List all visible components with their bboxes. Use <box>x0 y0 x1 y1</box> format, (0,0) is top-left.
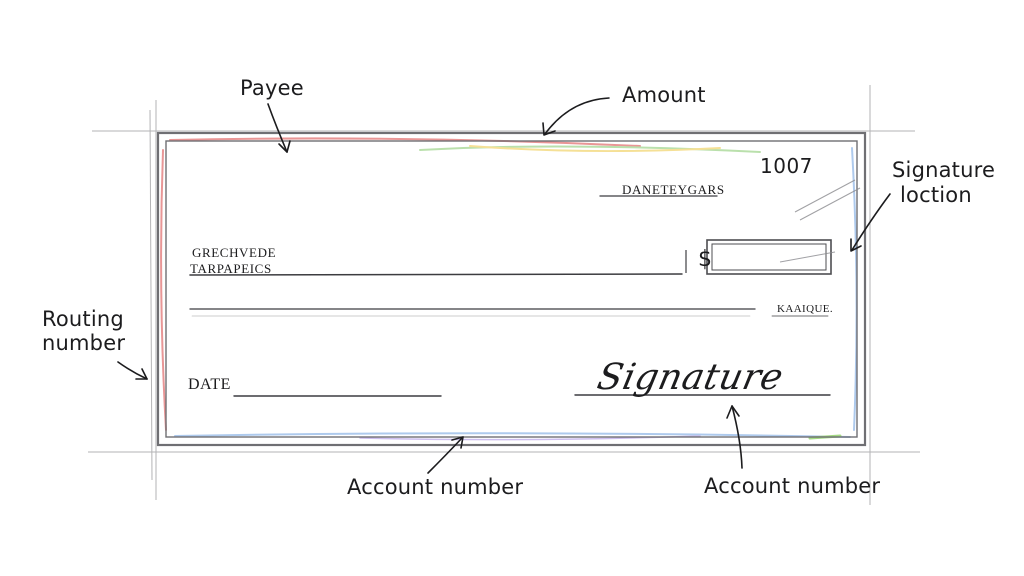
routing-number-arrow <box>117 361 148 380</box>
check-number: 1007 <box>760 154 813 178</box>
amount-box <box>685 239 832 275</box>
routing-number-annotation-line2: number <box>42 331 126 355</box>
construction-lines <box>88 85 920 505</box>
annotation-arrows <box>117 97 891 474</box>
top-field-label: DANETEYGARS <box>622 182 725 197</box>
account-number-right-arrow <box>726 405 743 469</box>
signature-location-annotation-line2: loction <box>900 183 972 207</box>
payee-arrow <box>267 103 291 153</box>
dollar-sign: $ <box>698 247 712 272</box>
payee-line-1: GRECHVEDE <box>192 245 277 260</box>
payee-line-2: TARPAPEICS <box>190 261 272 276</box>
account-number-right-annotation: Account number <box>704 474 881 498</box>
sketch-scribbles <box>779 179 861 263</box>
signature-location-annotation-line1: Signature <box>892 158 996 182</box>
amount-annotation: Amount <box>622 83 706 107</box>
payee-annotation: Payee <box>240 76 304 100</box>
memo-label: KAAIQUE. <box>777 303 834 315</box>
signature-text: Signature <box>593 357 788 398</box>
account-number-left-annotation: Account number <box>347 475 524 499</box>
check-outline <box>156 131 867 447</box>
form-lines <box>189 195 831 397</box>
date-label: DATE <box>188 376 231 393</box>
amount-arrow <box>542 97 610 136</box>
signature-location-arrow <box>850 193 891 252</box>
routing-number-annotation-line1: Routing <box>42 307 124 331</box>
account-number-left-arrow <box>427 436 464 474</box>
